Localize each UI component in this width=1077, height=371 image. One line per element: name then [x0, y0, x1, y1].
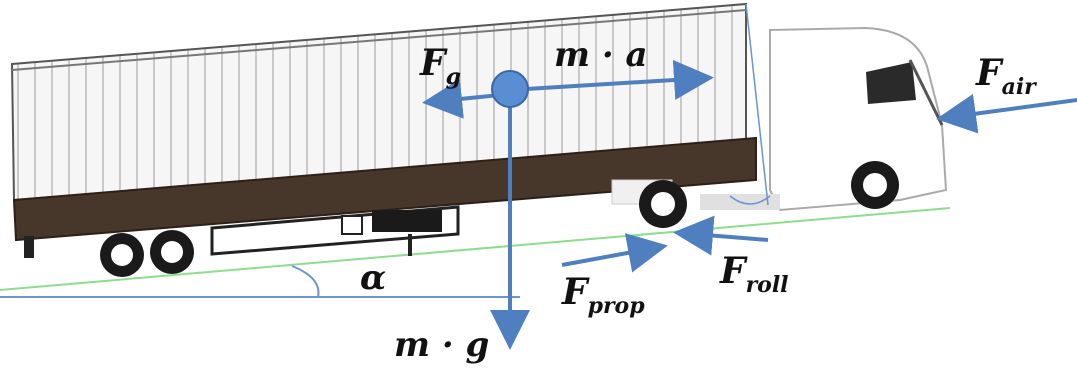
center-of-gravity	[491, 70, 529, 108]
trailer-wheel-2	[150, 230, 194, 274]
cab-rear-wheel	[639, 180, 687, 228]
mg-label: m · g	[394, 325, 489, 365]
trailer-wheel-1	[100, 233, 144, 277]
ma-label: m · a	[554, 35, 648, 75]
cab-front-wheel	[851, 161, 899, 209]
fair-label: Fair	[975, 52, 1037, 100]
truck-cab	[611, 3, 948, 228]
alpha-label: α	[360, 258, 386, 298]
fg-label: Fg	[419, 42, 461, 90]
cab-window	[866, 62, 916, 104]
air-resistance-arrow	[936, 93, 1077, 134]
fprop-label: Fprop	[561, 271, 645, 319]
angle-arc	[291, 265, 320, 298]
rolling-resistance-arrow	[673, 215, 769, 256]
road-incline-line	[0, 207, 951, 291]
trailer	[10, 2, 757, 277]
inertia-arrow	[509, 59, 714, 100]
froll-label: Froll	[719, 250, 789, 298]
propulsion-arrow	[561, 233, 668, 273]
